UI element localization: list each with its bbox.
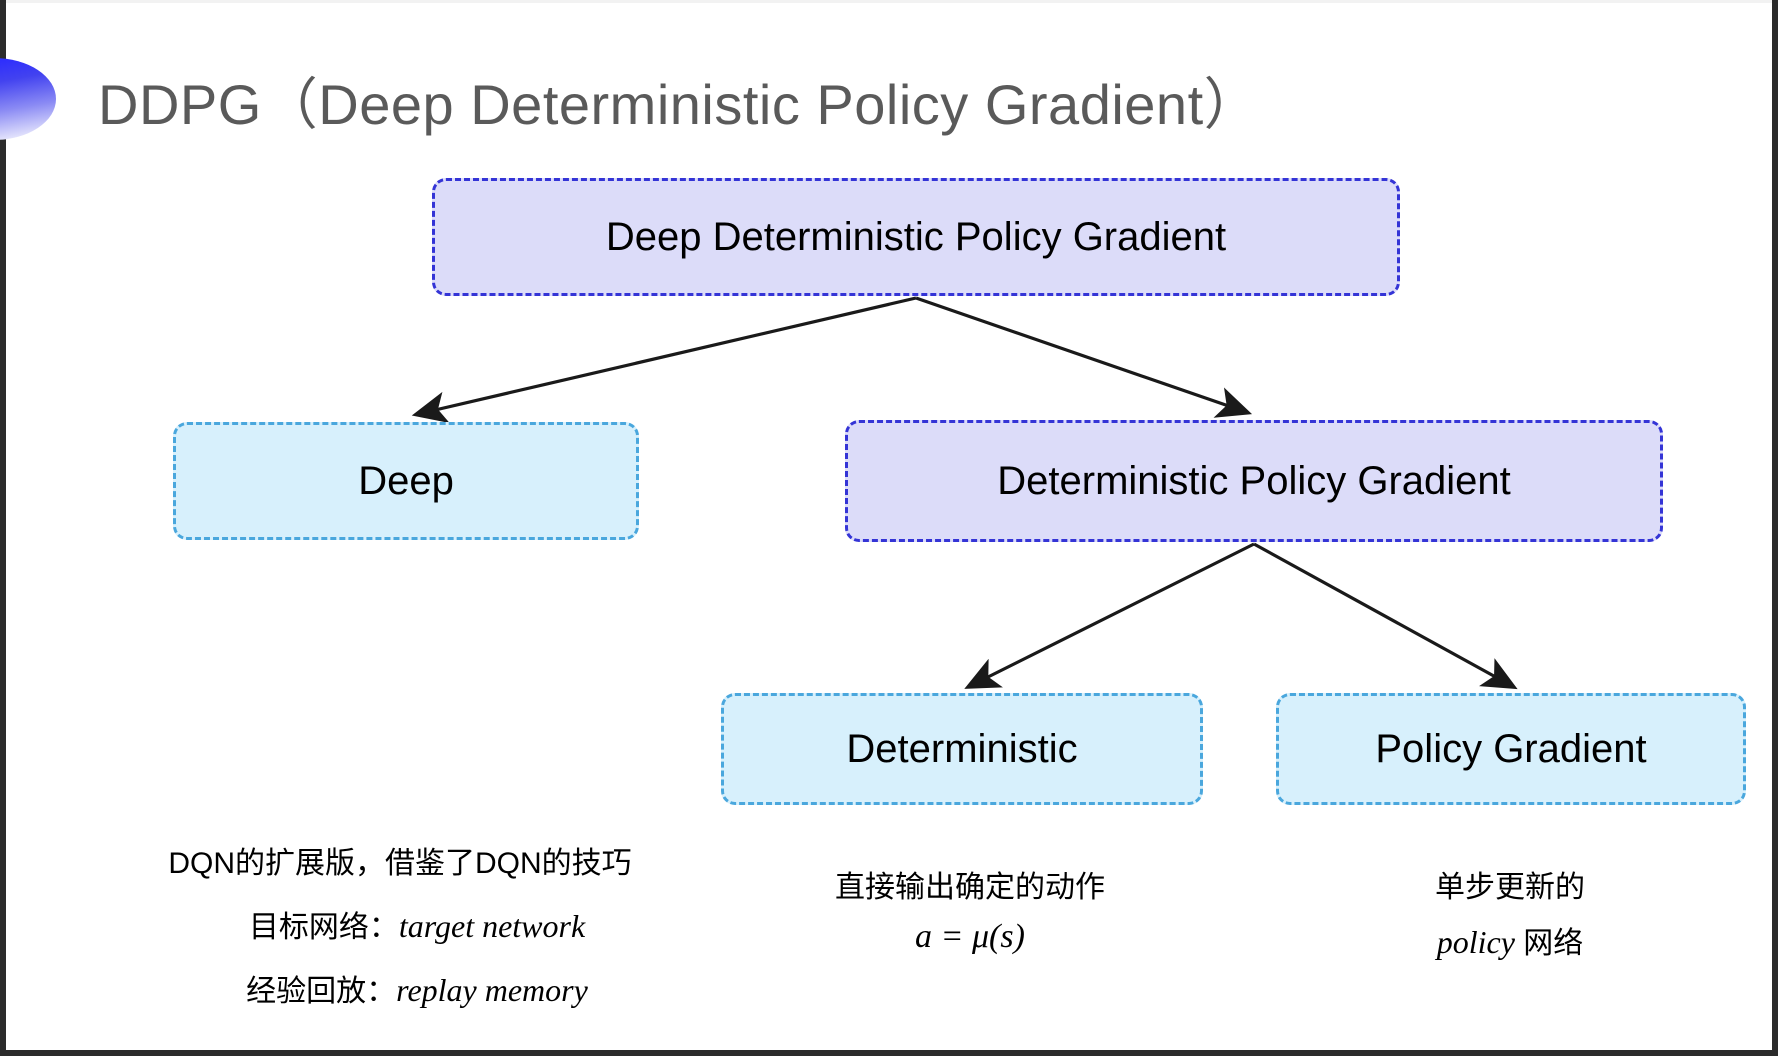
half-circle-gradient-icon xyxy=(0,58,56,140)
annotation-deep-line2: 目标网络：target network xyxy=(120,902,680,946)
edge-dpg-to-deterministic xyxy=(964,542,1255,689)
annotation-deterministic-line1: 直接输出确定的动作 xyxy=(835,871,1105,904)
page-title: DDPG（Deep Deterministic Policy Gradient） xyxy=(98,73,1261,136)
annotation-deep-line2-term: target network xyxy=(398,908,586,944)
edge-root-to-deep xyxy=(411,296,917,424)
annotation-deep: DQN的扩展版，借鉴了DQN的技巧 目标网络：target network 经验… xyxy=(120,838,680,1030)
annotation-deterministic: 直接输出确定的动作 a = μ(s) xyxy=(770,862,1170,968)
slide-right-edge xyxy=(1772,0,1778,1056)
annotation-deep-line3-label: 经验回放： xyxy=(246,975,397,1008)
node-policy-gradient[interactable]: Policy Gradient xyxy=(1276,693,1746,805)
annotation-deep-line3-term: replay memory xyxy=(396,972,588,1008)
slide-left-edge xyxy=(0,0,6,1056)
edge-root-to-dpg xyxy=(915,296,1253,418)
annotation-policy-gradient-line2: policy 网络 xyxy=(1330,918,1690,962)
node-deep[interactable]: Deep xyxy=(173,422,639,540)
node-deep-deterministic-policy-gradient[interactable]: Deep Deterministic Policy Gradient xyxy=(432,178,1400,296)
annotation-deterministic-formula: a = μ(s) xyxy=(915,918,1025,955)
node-deterministic[interactable]: Deterministic xyxy=(721,693,1203,805)
annotation-policy-gradient: 单步更新的 policy 网络 xyxy=(1330,862,1690,974)
annotation-policy-gradient-line1: 单步更新的 xyxy=(1435,871,1585,904)
annotation-deep-line1: DQN的扩展版，借鉴了DQN的技巧 xyxy=(168,847,632,880)
annotation-deep-line3: 经验回放：replay memory xyxy=(120,966,680,1010)
annotation-policy-gradient-rest: 网络 xyxy=(1514,927,1584,960)
slide-bottom-edge xyxy=(0,1050,1778,1056)
slide-top-edge xyxy=(0,0,1778,3)
annotation-deep-line2-label: 目标网络： xyxy=(248,911,399,944)
node-deterministic-policy-gradient[interactable]: Deterministic Policy Gradient xyxy=(845,420,1663,542)
edge-dpg-to-policy-gradient xyxy=(1253,542,1518,690)
annotation-policy-gradient-term: policy xyxy=(1436,924,1515,960)
